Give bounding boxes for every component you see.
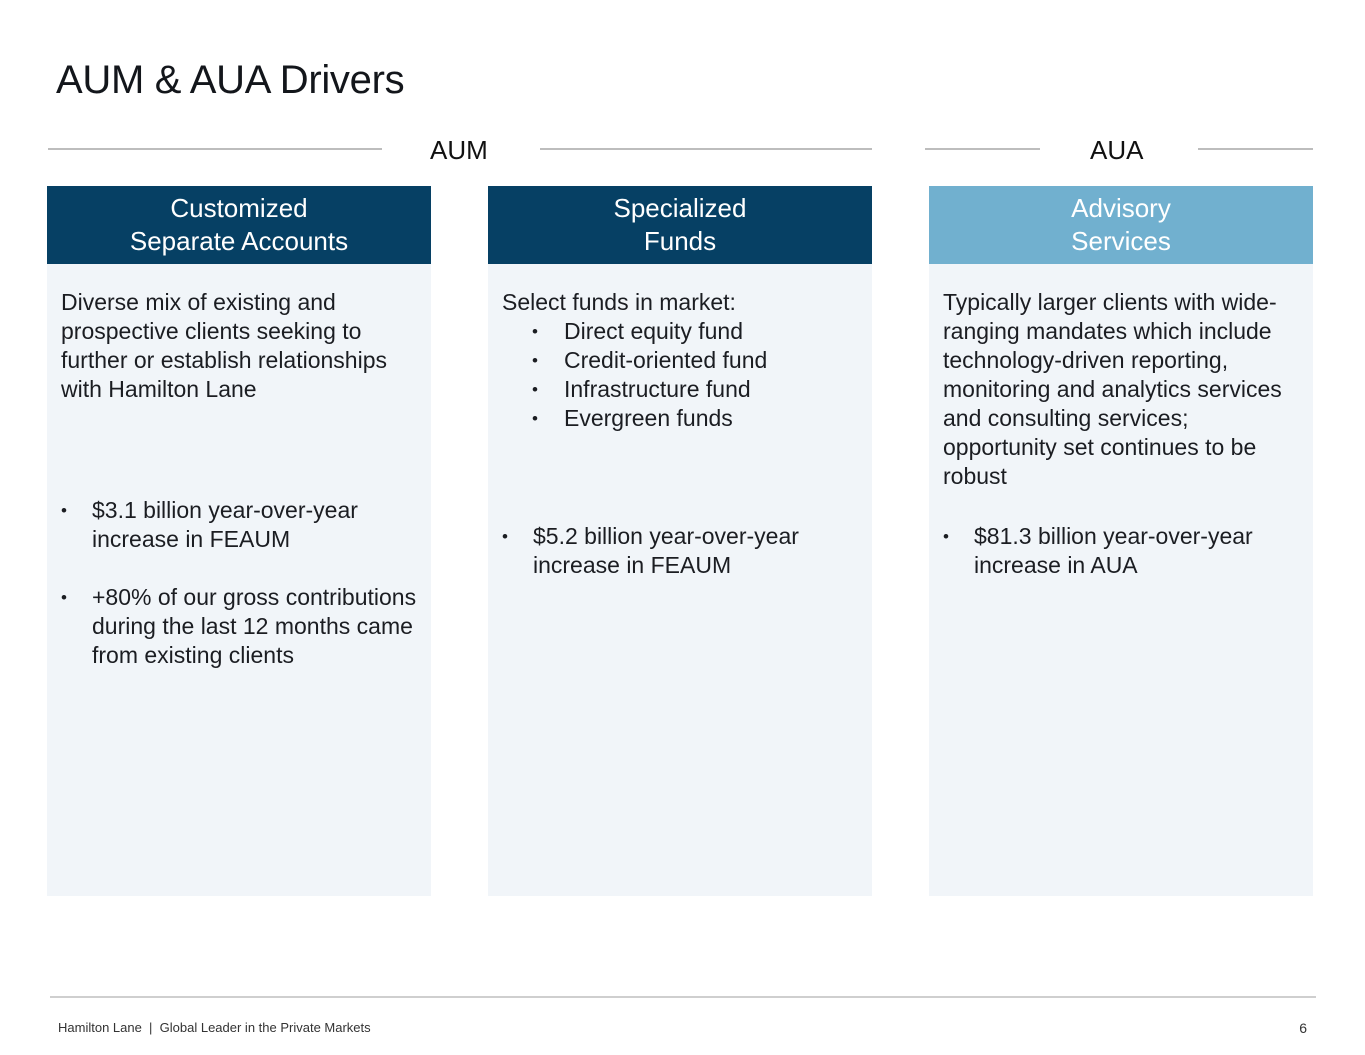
page-number: 6 xyxy=(1299,1020,1307,1036)
card-bullets: $5.2 billion year-over-year increase in … xyxy=(502,522,858,580)
aum-section-label: AUM xyxy=(430,135,488,165)
page-title: AUM & AUA Drivers xyxy=(56,58,405,102)
footer-text: Hamilton Lane | Global Leader in the Pri… xyxy=(58,1020,371,1035)
aum-rule-right xyxy=(540,148,872,150)
fund-item: Infrastructure fund xyxy=(502,375,858,404)
card-header-line1: Advisory xyxy=(1071,193,1171,223)
fund-item: Credit-oriented fund xyxy=(502,346,858,375)
footer-divider xyxy=(50,996,1316,998)
aua-rule-right xyxy=(1198,148,1313,150)
fund-list: Direct equity fund Credit-oriented fund … xyxy=(502,317,858,433)
card-body: Typically larger clients with wide-rangi… xyxy=(929,264,1313,580)
card-bullets: $3.1 billion year-over-year increase in … xyxy=(61,496,417,670)
card-header-line1: Specialized xyxy=(613,193,747,223)
bullet-item: $81.3 billion year-over-year increase in… xyxy=(943,522,1299,580)
card-intro: Typically larger clients with wide-rangi… xyxy=(943,289,1282,489)
card-bullets: $81.3 billion year-over-year increase in… xyxy=(943,522,1299,580)
fund-item: Evergreen funds xyxy=(502,404,858,433)
card-intro: Diverse mix of existing and prospective … xyxy=(61,289,387,402)
aum-rule-left xyxy=(48,148,382,150)
card-advisory-services: Advisory Services Typically larger clien… xyxy=(929,186,1313,896)
bullet-item: $5.2 billion year-over-year increase in … xyxy=(502,522,858,580)
bullet-item: +80% of our gross contributions during t… xyxy=(61,583,417,670)
card-header: Customized Separate Accounts xyxy=(47,186,431,264)
card-header-line2: Services xyxy=(1071,226,1171,256)
card-body: Select funds in market: Direct equity fu… xyxy=(488,264,872,580)
card-header-line1: Customized xyxy=(170,193,308,223)
card-header-line2: Funds xyxy=(643,226,717,256)
card-customized-separate-accounts: Customized Separate Accounts Diverse mix… xyxy=(47,186,431,896)
card-body: Diverse mix of existing and prospective … xyxy=(47,264,431,670)
fund-item: Direct equity fund xyxy=(502,317,858,346)
card-specialized-funds: Specialized Funds Select funds in market… xyxy=(488,186,872,896)
card-header: Advisory Services xyxy=(929,186,1313,264)
card-header-line2: Separate Accounts xyxy=(129,226,349,256)
aua-rule-left xyxy=(925,148,1040,150)
bullet-item: $3.1 billion year-over-year increase in … xyxy=(61,496,417,554)
aua-section-label: AUA xyxy=(1090,135,1144,165)
card-header: Specialized Funds xyxy=(488,186,872,264)
card-intro: Select funds in market: xyxy=(502,289,736,315)
